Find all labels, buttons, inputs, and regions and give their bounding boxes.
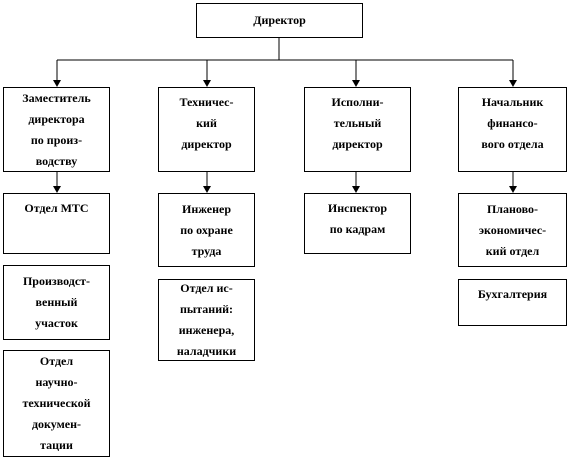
documentation-department-box: Отдел научно- технической докумен- тации	[3, 350, 110, 457]
deputy-director-label: Заместитель директора по произ- водству	[22, 90, 91, 168]
safety-engineer-box: Инженер по охране труда	[158, 193, 255, 267]
safety-engineer-label: Инженер по охране труда	[180, 201, 233, 258]
mts-department-label: Отдел МТС	[24, 201, 89, 215]
tech-director-box: Техничес- кий директор	[158, 87, 255, 172]
accounting-box: Бухгалтерия	[458, 279, 567, 326]
planning-department-box: Планово- экономичес- кий отдел	[458, 193, 567, 267]
production-site-label: Производст- венный участок	[22, 274, 91, 330]
tech-director-label: Техничес- кий директор	[179, 95, 234, 151]
accounting-label: Бухгалтерия	[477, 287, 548, 301]
mts-department-box: Отдел МТС	[3, 193, 110, 254]
testing-department-label: Отдел ис- пытаний: инженера, наладчики	[176, 281, 237, 358]
exec-director-box: Исполни- тельный директор	[304, 87, 411, 172]
planning-department-label: Планово- экономичес- кий отдел	[478, 201, 547, 258]
finance-head-box: Начальник финансо- вого отдела	[458, 87, 567, 172]
finance-head-label: Начальник финансо- вого отдела	[481, 95, 544, 151]
hr-inspector-label: Инспектор по кадрам	[327, 201, 388, 236]
testing-department-box: Отдел ис- пытаний: инженера, наладчики	[158, 279, 255, 361]
deputy-director-box: Заместитель директора по произ- водству	[3, 87, 110, 172]
hr-inspector-box: Инспектор по кадрам	[304, 193, 411, 254]
exec-director-label: Исполни- тельный директор	[331, 95, 384, 151]
documentation-department-label: Отдел научно- технической докумен- тации	[22, 354, 91, 452]
director-box: Директор	[196, 3, 363, 38]
director-label: Директор	[253, 13, 306, 27]
production-site-box: Производст- венный участок	[3, 265, 110, 340]
